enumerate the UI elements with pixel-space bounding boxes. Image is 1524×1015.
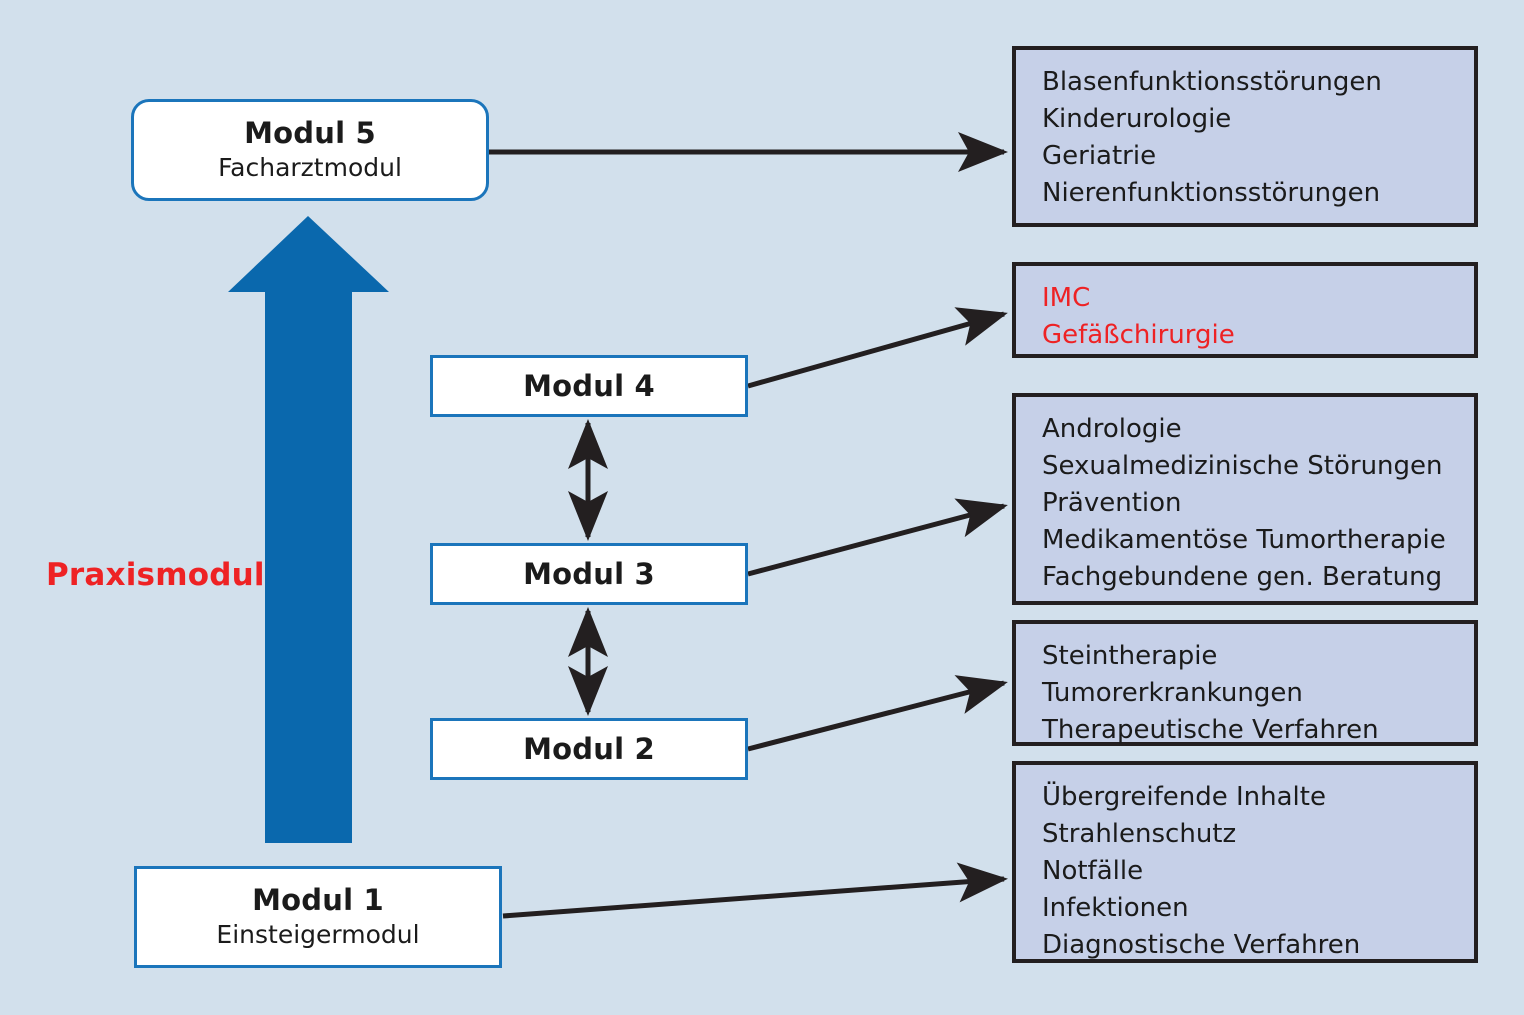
topic-line: Tumorerkrankungen: [1042, 677, 1303, 708]
topic-box-modul-1[interactable]: Übergreifende Inhalte Strahlenschutz Not…: [1012, 761, 1478, 963]
module-title: Modul 5: [244, 115, 376, 150]
topic-line: Steintherapie: [1042, 641, 1218, 671]
topic-line: Blasenfunktionsstörungen: [1042, 67, 1382, 97]
module-box-modul-3[interactable]: Modul 3: [430, 543, 748, 605]
topic-line: Gefäßchirurgie: [1042, 319, 1235, 350]
topic-line: IMC: [1042, 283, 1091, 313]
topic-line: Nierenfunktionsstörungen: [1042, 177, 1381, 208]
module-box-modul-2[interactable]: Modul 2: [430, 718, 748, 780]
topic-line: Diagnostische Verfahren: [1042, 929, 1361, 960]
topic-box-modul-4[interactable]: IMC Gefäßchirurgie: [1012, 262, 1478, 358]
praxismodul-arrow: [228, 216, 389, 843]
topic-line: Prävention: [1042, 487, 1182, 518]
topic-line: Geriatrie: [1042, 140, 1157, 171]
topic-line: Medikamentöse Tumortherapie: [1042, 524, 1446, 555]
topic-line: Andrologie: [1042, 414, 1182, 444]
module-title: Modul 3: [523, 556, 655, 591]
topic-line: Kinderurologie: [1042, 103, 1232, 134]
module-box-modul-1[interactable]: Modul 1 Einsteigermodul: [134, 866, 502, 968]
topic-box-modul-3[interactable]: Andrologie Sexualmedizinische Störungen …: [1012, 393, 1478, 605]
module-subtitle: Einsteigermodul: [216, 920, 420, 950]
module-title: Modul 1: [252, 882, 384, 917]
topic-line: Sexualmedizinische Störungen: [1042, 450, 1443, 481]
module-box-modul-5[interactable]: Modul 5 Facharztmodul: [131, 99, 489, 201]
connector-modul4-to-topic2: [747, 307, 1008, 389]
topic-box-modul-5[interactable]: Blasenfunktionsstörungen Kinderurologie …: [1012, 46, 1478, 227]
connector-modul2-to-topic4: [747, 675, 1008, 752]
module-title: Modul 2: [523, 731, 655, 766]
topic-line: Notfälle: [1042, 855, 1144, 886]
topic-line: Fachgebundene gen. Beratung: [1042, 561, 1443, 592]
topic-line: Therapeutische Verfahren: [1042, 714, 1379, 745]
module-title: Modul 4: [523, 368, 655, 403]
topic-line: Infektionen: [1042, 892, 1189, 923]
connector-modul3-to-topic3: [747, 498, 1008, 577]
connector-modul1-to-topic5: [502, 862, 1008, 919]
topic-line: Strahlenschutz: [1042, 818, 1237, 849]
module-subtitle: Facharztmodul: [218, 153, 402, 183]
topic-line: Übergreifende Inhalte: [1042, 782, 1326, 812]
topic-box-modul-2[interactable]: Steintherapie Tumorerkrankungen Therapeu…: [1012, 620, 1478, 746]
praxismodul-label: Praxismodul: [46, 557, 265, 593]
module-box-modul-4[interactable]: Modul 4: [430, 355, 748, 417]
